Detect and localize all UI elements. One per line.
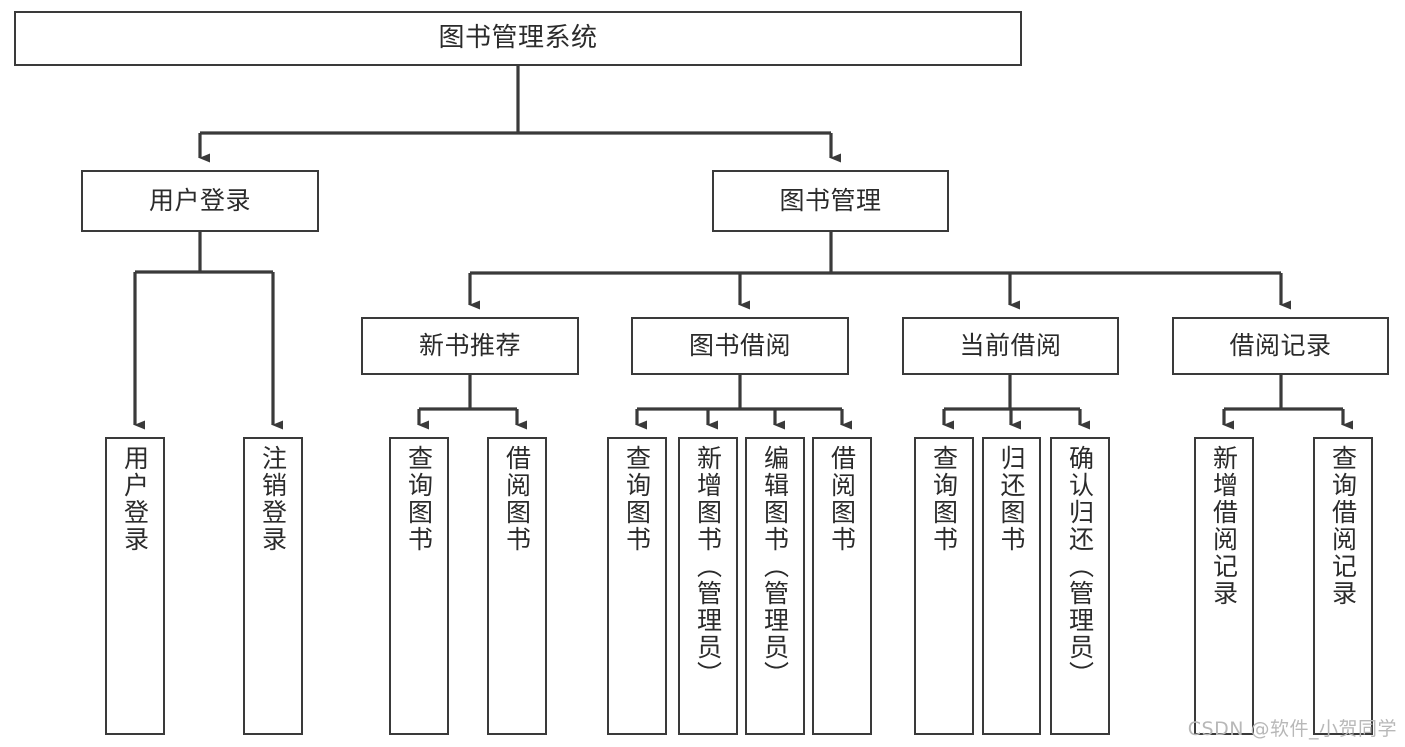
node-label: 编辑图书（管理员） <box>760 445 790 688</box>
node-leaf-query-borrow-record[interactable]: 查询借阅记录 <box>1313 437 1373 735</box>
node-book-borrow[interactable]: 图书借阅 <box>631 317 849 375</box>
node-label: 图书借阅 <box>688 331 791 361</box>
node-label: 归还图书 <box>997 445 1026 553</box>
node-book-management[interactable]: 图书管理 <box>712 170 949 232</box>
node-label: 查询借阅记录 <box>1328 445 1358 607</box>
node-label: 新增借阅记录 <box>1209 445 1239 607</box>
node-current-borrow[interactable]: 当前借阅 <box>902 317 1119 375</box>
node-root-book-management-system[interactable]: 图书管理系统 <box>14 11 1022 66</box>
node-leaf-return-book[interactable]: 归还图书 <box>982 437 1041 735</box>
node-leaf-query-book-recommend[interactable]: 查询图书 <box>389 437 449 735</box>
node-label: 图书管理系统 <box>438 23 598 54</box>
node-label: 查询图书 <box>622 445 652 553</box>
node-leaf-borrow-book-recommend[interactable]: 借阅图书 <box>487 437 547 735</box>
node-label: 借阅记录 <box>1229 331 1332 361</box>
node-label: 用户登录 <box>120 445 150 553</box>
node-label: 确认归还（管理员） <box>1065 445 1095 688</box>
node-label: 新书推荐 <box>418 331 521 361</box>
node-label: 查询图书 <box>929 445 959 553</box>
node-leaf-user-login[interactable]: 用户登录 <box>105 437 165 735</box>
node-label: 借阅图书 <box>502 445 532 553</box>
node-label: 借阅图书 <box>827 445 857 553</box>
node-leaf-borrow-book[interactable]: 借阅图书 <box>812 437 872 735</box>
node-leaf-query-book-current[interactable]: 查询图书 <box>914 437 974 735</box>
node-label: 新增图书（管理员） <box>693 445 723 688</box>
node-label: 用户登录 <box>148 186 251 216</box>
node-leaf-add-book-admin[interactable]: 新增图书（管理员） <box>678 437 738 735</box>
node-leaf-query-book-borrow[interactable]: 查询图书 <box>607 437 667 735</box>
node-label: 图书管理 <box>779 186 882 216</box>
watermark-text: CSDN @软件_小贺同学 <box>1187 718 1397 740</box>
node-leaf-edit-book-admin[interactable]: 编辑图书（管理员） <box>745 437 805 735</box>
node-new-book-recommend[interactable]: 新书推荐 <box>361 317 579 375</box>
node-leaf-add-borrow-record[interactable]: 新增借阅记录 <box>1194 437 1254 735</box>
node-label: 查询图书 <box>404 445 434 553</box>
node-user-login[interactable]: 用户登录 <box>81 170 319 232</box>
node-borrow-record[interactable]: 借阅记录 <box>1172 317 1389 375</box>
node-label: 注销登录 <box>258 445 288 553</box>
node-leaf-confirm-return-admin[interactable]: 确认归还（管理员） <box>1050 437 1110 735</box>
node-label: 当前借阅 <box>959 331 1062 361</box>
node-leaf-user-logout[interactable]: 注销登录 <box>243 437 303 735</box>
